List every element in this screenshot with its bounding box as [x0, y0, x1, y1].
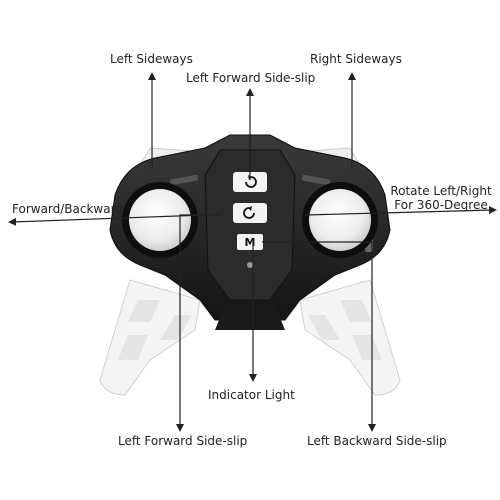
arrow-rotate: [304, 206, 497, 216]
right-grip: [299, 279, 401, 396]
arrow-left-forward-bottom: [176, 214, 220, 432]
label-right-sideways: Right Sideways: [310, 52, 402, 66]
indicator-light: [247, 262, 253, 268]
label-left-forward-top: Left Forward Side-slip: [186, 71, 316, 85]
arrow-forward-backward: [8, 214, 206, 226]
label-rotate-line2: For 360-Degree: [394, 198, 488, 212]
rotate-cw-button[interactable]: [233, 203, 267, 223]
callout-arrows: [8, 72, 497, 432]
arrow-left-backward: [262, 241, 376, 432]
label-left-sideways: Left Sideways: [110, 52, 193, 66]
base-stand: [215, 305, 285, 330]
mode-button-label: M: [245, 236, 256, 249]
label-forward-backward: Forward/Backward: [12, 202, 123, 216]
label-rotate-line1: Rotate Left/Right: [390, 184, 492, 198]
left-grip: [99, 279, 201, 396]
center-plate: [204, 149, 296, 301]
right-joystick[interactable]: [302, 182, 378, 258]
label-indicator-light: Indicator Light: [208, 388, 295, 402]
label-left-forward-bottom: Left Forward Side-slip: [118, 434, 248, 448]
rotate-cw-icon: [243, 206, 255, 219]
label-rotate: Rotate Left/Right For 360-Degree: [386, 184, 496, 212]
left-joystick[interactable]: [122, 182, 198, 258]
mode-button[interactable]: M: [237, 234, 263, 250]
label-left-backward: Left Backward Side-slip: [307, 434, 447, 448]
